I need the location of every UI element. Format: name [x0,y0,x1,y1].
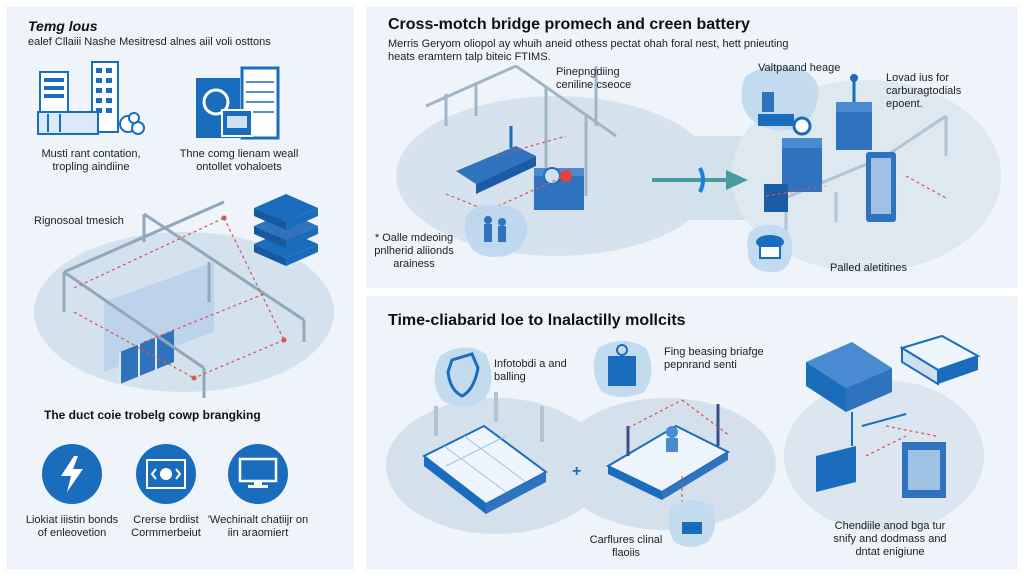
shield-icon [446,352,480,398]
callout-bottom-middle: Carflures clinal flaoiis [589,534,663,559]
plus-symbol: + [572,463,581,480]
top-right-title: Cross-motch bridge promech and creen bat… [388,16,750,33]
shield-bubble [434,347,492,407]
feature-2-label: Thne comg lienam weall ontollet vohaloet… [179,148,299,173]
lightning-bolt-icon [42,444,102,504]
monitor-icon [228,444,288,504]
feature-1-label: Musti rant contation, tropling aindiine [41,148,141,173]
secure-server-icon [196,66,280,140]
callout-top-left: Pinepngdiing ceniline cseoce [556,66,632,91]
callout-box: Fing beasing briafge pepnrand senti [664,346,764,371]
code-window-icon [136,444,196,504]
item-3-label: 'Wechinalt chatiijr on iin araomiert [207,514,309,539]
server-block-1 [782,146,822,192]
callout-right: Chendiile anod bga tur snify and dodmass… [833,520,947,558]
secure-box-icon [608,356,636,386]
server-block-2 [836,110,872,150]
diagram-label: Rignosoal tmesich [34,215,124,227]
workers-bubble [464,205,528,257]
callout-bottom-left: * Oalle mdeoing pnlherid aliionds araine… [374,232,454,270]
callout-bottom-right: Palled aletitines [830,262,908,274]
bridge-flow-diagram [396,64,1001,273]
top-right-panel: Cross-motch bridge promech and creen bat… [366,6,1018,288]
callout-shield: Infotobdi a and balling [494,358,567,383]
top-right-description: Merris Geryom oliopol ay whuih aneid oth… [388,38,789,63]
bottom-right-title: Time-cliabarid loe to lnalactilly mollci… [388,312,686,329]
bottom-right-panel: Time-cliabarid loe to lnalactilly mollci… [366,296,1018,570]
callout-top-middle: Valtpaand heage [758,62,841,74]
section-title: The duct coie trobelg cowp brangking [44,408,261,422]
item-1-label: Liokiat iiistin bonds of enleovetion [25,514,119,539]
server-cluster-icon [37,61,145,135]
left-panel: Temg lous ealef Cllaiii Nashe Mesitresd … [6,6,354,570]
arrow-right-icon [652,167,748,193]
panel-unit [816,446,856,492]
time-calibration-diagram: + [386,334,984,547]
callout-top-right: Lovad ius for carburagtodials epoent. [886,72,962,110]
data-layer-stack-icon [254,194,318,266]
right-ellipse [784,380,984,532]
item-2-label: Crerse brdiist Cormmerbeiut [131,514,201,539]
isometric-bridge-diagram [34,194,334,398]
left-panel-title: Temg lous [28,18,98,34]
rack-unit-1 [806,342,892,388]
left-panel-subtitle: ealef Cllaiii Nashe Mesitresd alnes aiil… [28,36,271,48]
